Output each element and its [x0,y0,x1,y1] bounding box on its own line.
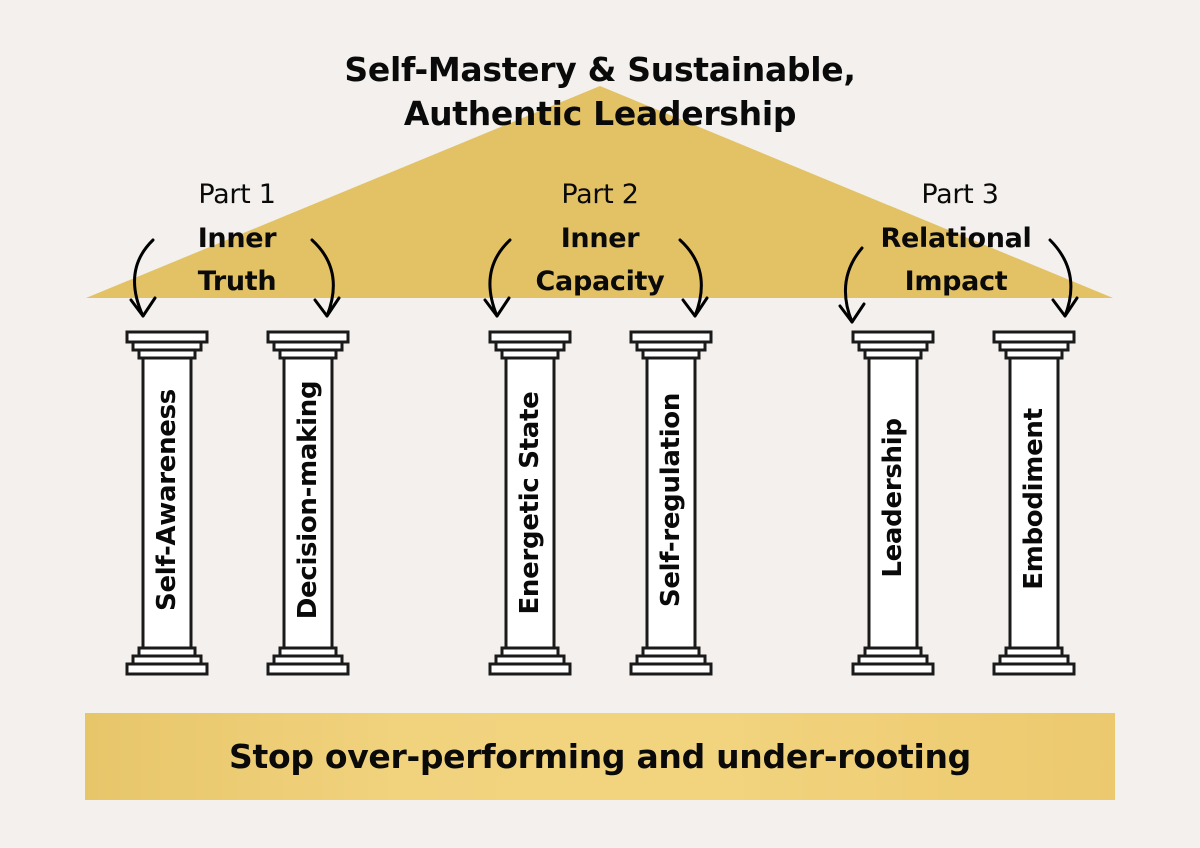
pillar-label-embodiment: Embodiment [1019,408,1049,590]
roof-triangle [86,86,1113,298]
pillar-shaft [141,354,193,652]
roof-title-line-1: Self-Mastery & Sustainable, [344,50,856,89]
pillar-decision-making [266,330,350,676]
pillar-capital-bottom [1004,348,1064,360]
pillar-label-self-regulation: Self-regulation [656,392,686,608]
part-3-label: Part 3 [921,179,999,210]
arrow-part-2-left-icon [483,238,512,318]
foundation-text: Stop over-performing and under-rooting [229,737,971,776]
arrow-part-1-left-icon [129,238,157,318]
arrow-part-1-right-icon [310,238,341,318]
foundation-banner: Stop over-performing and under-rooting [85,713,1115,800]
arrow-part-3-left-icon [838,246,866,324]
pillar-capital-bottom [641,348,701,360]
pillar-capital-bottom [278,348,338,360]
pillar-leadership [851,330,935,676]
part-1-name-line-1: Inner [197,223,277,254]
pillar-label-decision-making: Decision-making [293,380,323,620]
pillar-energetic-state [488,330,572,676]
pillar-base-bottom [629,662,713,676]
part-1-name: Inner Truth [117,217,357,303]
part-2-name: Inner Capacity [480,217,720,303]
pillar-embodiment [992,330,1076,676]
columns-group [125,330,1076,676]
pillar-base-bottom [266,662,350,676]
part-3-name-line-1: Relational [880,223,1032,254]
part-1-label: Part 1 [198,179,276,210]
pillar-shaft [282,354,334,652]
pillar-label-leadership: Leadership [878,418,908,578]
pillar-self-awareness [125,330,209,676]
roof-title: Self-Mastery & Sustainable, Authentic Le… [300,48,900,136]
arrow-part-2-right-icon [678,238,709,318]
part-2-label: Part 2 [561,179,639,210]
pillar-capital-bottom [500,348,560,360]
part-2-name-line-1: Inner [560,223,640,254]
pillar-label-energetic-state: Energetic State [515,391,545,615]
pillar-base-bottom [125,662,209,676]
roof-title-line-2: Authentic Leadership [403,94,797,133]
pillar-capital-bottom [863,348,923,360]
part-2-name-line-2: Capacity [535,266,665,297]
arrow-part-3-right-icon [1048,238,1079,318]
pillar-base-bottom [488,662,572,676]
pillar-capital-bottom [137,348,197,360]
pillar-self-regulation [629,330,713,676]
part-3-name-line-2: Impact [904,266,1008,297]
pillar-base-bottom [851,662,935,676]
part-3-name: Relational Impact [836,217,1076,303]
pillar-base-bottom [992,662,1076,676]
part-1-name-line-2: Truth [197,266,277,297]
pillar-label-self-awareness: Self-Awareness [152,389,182,611]
arrows-group [129,238,1079,324]
